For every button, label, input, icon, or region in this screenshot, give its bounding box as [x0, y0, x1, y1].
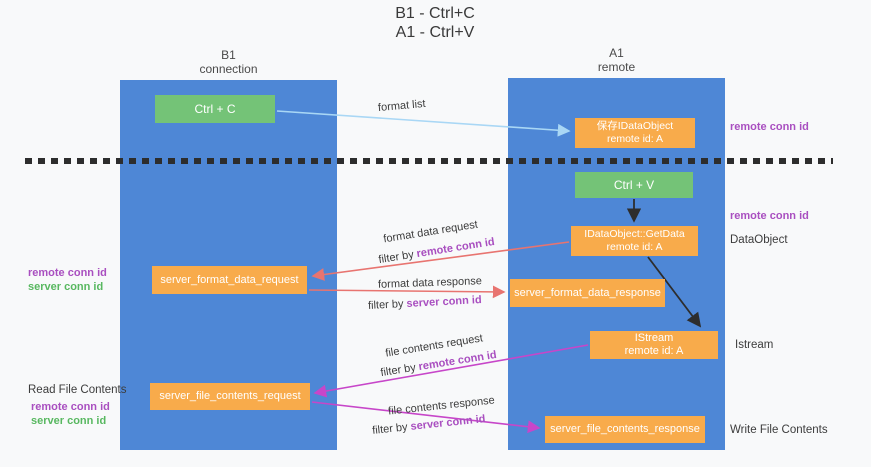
- node-save-idataobject-line2: remote id: A: [606, 133, 664, 145]
- lane-a1-subtitle: remote: [597, 60, 636, 74]
- label-istream: Istream: [735, 339, 774, 351]
- server-conn-id-text: server conn id: [406, 294, 482, 310]
- label-read-file-contents: Read File Contents: [28, 384, 127, 396]
- lane-header-a1: A1 remote: [508, 46, 725, 74]
- dashed-separator-line: [25, 158, 833, 164]
- label-dataobject: DataObject: [730, 234, 788, 246]
- lane-b1-subtitle: connection: [199, 62, 258, 76]
- node-format-response-label: server_format_data_response: [514, 286, 661, 299]
- lane-b1-name: B1: [221, 48, 236, 62]
- node-server-format-data-response: server_format_data_response: [510, 279, 665, 307]
- node-file-response-label: server_file_contents_response: [550, 423, 700, 435]
- filter-by-text: filter by: [379, 361, 417, 380]
- node-idataobject-getdata: IDataObject::GetData remote id: A: [571, 226, 698, 256]
- title-line-1: B1 - Ctrl+C: [395, 5, 475, 22]
- node-server-file-contents-request: server_file_contents_request: [150, 383, 310, 410]
- node-ctrl-c-label: Ctrl + C: [194, 101, 236, 116]
- node-istream-line2: remote id: A: [624, 345, 684, 357]
- lane-a1-name: A1: [609, 46, 624, 60]
- title-line-2: A1 - Ctrl+V: [395, 24, 475, 41]
- label-server-conn-id-left-2: server conn id: [31, 415, 107, 427]
- label-server-conn-id-left-1: server conn id: [28, 281, 104, 293]
- filter-by-text: filter by: [371, 421, 409, 437]
- node-save-idataobject-line1: 保存IDataObject: [596, 120, 674, 132]
- label-remote-conn-id-top-right: remote conn id: [730, 121, 809, 133]
- label-remote-conn-id-mid-right: remote conn id: [730, 210, 809, 222]
- label-remote-conn-id-left-1: remote conn id: [28, 267, 107, 279]
- node-format-request-label: server_format_data_request: [160, 273, 299, 286]
- node-getdata-line2: remote id: A: [606, 241, 663, 253]
- label-filter-by-server-1: filter by server conn id: [368, 294, 482, 313]
- node-ctrl-v-label: Ctrl + V: [613, 177, 655, 192]
- node-server-file-contents-response: server_file_contents_response: [545, 416, 705, 443]
- filter-by-text: filter by: [367, 298, 404, 312]
- label-remote-conn-id-left-2: remote conn id: [31, 401, 110, 413]
- label-write-file-contents: Write File Contents: [730, 424, 828, 436]
- node-save-idataobject: 保存IDataObject remote id: A: [575, 118, 695, 148]
- server-conn-id-text: server conn id: [409, 413, 486, 433]
- node-server-format-data-request: server_format_data_request: [152, 266, 307, 294]
- node-ctrl-v: Ctrl + V: [575, 172, 693, 198]
- node-file-request-label: server_file_contents_request: [159, 390, 301, 402]
- filter-by-text: filter by: [377, 248, 415, 267]
- label-format-list: format list: [377, 97, 427, 115]
- diagram-title: B1 - Ctrl+C A1 - Ctrl+V: [300, 4, 570, 42]
- label-format-data-response: format data response: [377, 275, 483, 291]
- node-istream-line1: IStream: [634, 332, 674, 344]
- lane-header-b1: B1 connection: [120, 48, 337, 76]
- node-istream: IStream remote id: A: [590, 331, 718, 359]
- node-getdata-line1: IDataObject::GetData: [584, 228, 685, 240]
- node-ctrl-c: Ctrl + C: [155, 95, 275, 123]
